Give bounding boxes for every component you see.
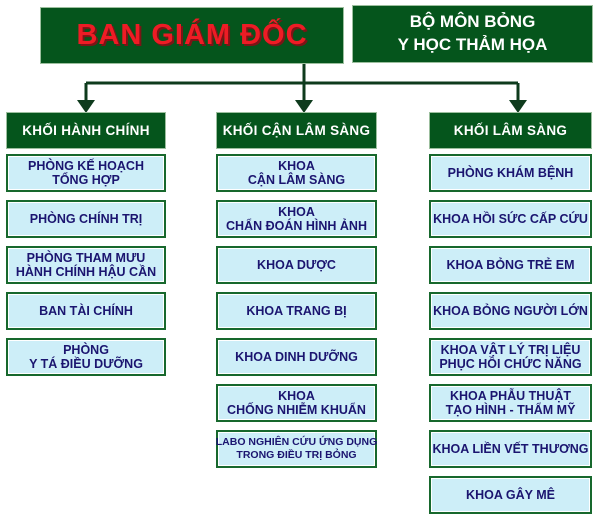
org-unit-box: KHOA BỎNG TRẺ EM bbox=[429, 246, 592, 284]
org-unit-label-line: TẠO HÌNH - THẨM MỸ bbox=[445, 403, 576, 417]
column-clinical-block: KHỐI LÂM SÀNG PHÒNG KHÁM BỆNH KHOA HỒI SỨ… bbox=[429, 112, 592, 520]
org-unit-label-line: KHOA HỒI SỨC CẤP CỨU bbox=[433, 212, 588, 226]
org-unit-label-line: LABO NGHIÊN CỨU ỨNG DỤNG bbox=[215, 436, 378, 448]
org-unit-box: KHOA GÂY MÊ bbox=[429, 476, 592, 514]
org-unit-label-line: KHOA DƯỢC bbox=[257, 258, 336, 272]
org-unit-label-line: KHOA bbox=[278, 159, 315, 173]
org-unit-label-line: Y TÁ ĐIỀU DƯỠNG bbox=[29, 357, 143, 371]
org-unit-label-line: KHOA BỎNG NGƯỜI LỚN bbox=[433, 304, 588, 318]
burn-dept-label-line2: Y HỌC THẢM HỌA bbox=[397, 35, 548, 54]
org-unit-label-line: PHÒNG KẾ HOẠCH bbox=[28, 159, 144, 173]
org-unit-box: KHOA BỎNG NGƯỜI LỚN bbox=[429, 292, 592, 330]
column-boxes: PHÒNG KHÁM BỆNH KHOA HỒI SỨC CẤP CỨU KHOA … bbox=[429, 154, 592, 514]
org-unit-box: KHOA DƯỢC bbox=[216, 246, 377, 284]
org-unit-label-line: KHOA bbox=[278, 389, 315, 403]
org-unit-label-line: PHỤC HỒI CHỨC NĂNG bbox=[439, 357, 582, 371]
org-unit-box: KHOA LIỀN VẾT THƯƠNG bbox=[429, 430, 592, 468]
org-unit-label-line: PHÒNG CHÍNH TRỊ bbox=[29, 212, 143, 226]
org-unit-label-line: CHẨN ĐOÁN HÌNH ẢNH bbox=[226, 219, 367, 233]
org-unit-label-line: KHOA bbox=[278, 205, 315, 219]
org-unit-label-line: CHỐNG NHIỄM KHUẨN bbox=[227, 403, 366, 417]
org-unit-box: KHOA HỒI SỨC CẤP CỨU bbox=[429, 200, 592, 238]
burn-dept-label-line1: BỘ MÔN BỎNG bbox=[409, 12, 536, 32]
burn-disaster-medicine-dept-box: BỘ MÔN BỎNG Y HỌC THẢM HỌA bbox=[352, 5, 593, 63]
org-unit-label-line: KHOA VẬT LÝ TRỊ LIỆU bbox=[440, 343, 581, 357]
org-unit-label-line: BAN TÀI CHÍNH bbox=[39, 304, 133, 318]
org-unit-label-line: PHÒNG KHÁM BỆNH bbox=[447, 166, 574, 180]
org-unit-label-line: KHOA BỎNG TRẺ EM bbox=[446, 258, 575, 272]
org-unit-label-line: PHÒNG THAM MƯU bbox=[26, 251, 146, 265]
column-header-administrative: KHỐI HÀNH CHÍNH bbox=[6, 112, 166, 149]
org-unit-label-line: KHOA TRANG BỊ bbox=[246, 304, 347, 318]
column-header-paraclinical: KHỐI CẬN LÂM SÀNG bbox=[216, 112, 377, 149]
org-unit-label-line: KHOA GÂY MÊ bbox=[466, 488, 555, 502]
org-unit-label-line: PHÒNG bbox=[63, 343, 109, 357]
board-of-directors-label: BAN GIÁM ĐỐC bbox=[76, 19, 308, 51]
org-unit-label-line: HÀNH CHÍNH HẬU CẦN bbox=[15, 265, 157, 279]
board-of-directors-box: BAN GIÁM ĐỐC bbox=[40, 7, 344, 64]
org-unit-box: KHOA DINH DƯỠNG bbox=[216, 338, 377, 376]
org-unit-box: KHOA TRANG BỊ bbox=[216, 292, 377, 330]
org-unit-label-line: KHOA PHẪU THUẬT bbox=[449, 389, 572, 403]
column-header-clinical: KHỐI LÂM SÀNG bbox=[429, 112, 592, 149]
org-unit-label-line: CẬN LÂM SÀNG bbox=[247, 173, 346, 187]
org-unit-label-line: KHOA DINH DƯỠNG bbox=[235, 350, 358, 364]
org-unit-box: PHÒNG CHÍNH TRỊ bbox=[6, 200, 166, 238]
org-unit-box: BAN TÀI CHÍNH bbox=[6, 292, 166, 330]
org-unit-label-line: TRONG ĐIỀU TRỊ BỎNG bbox=[236, 449, 357, 461]
org-unit-box: PHÒNG KHÁM BỆNH bbox=[429, 154, 592, 192]
org-unit-label-line: KHOA LIỀN VẾT THƯƠNG bbox=[432, 442, 589, 456]
org-unit-label-line: TỔNG HỢP bbox=[52, 173, 120, 187]
